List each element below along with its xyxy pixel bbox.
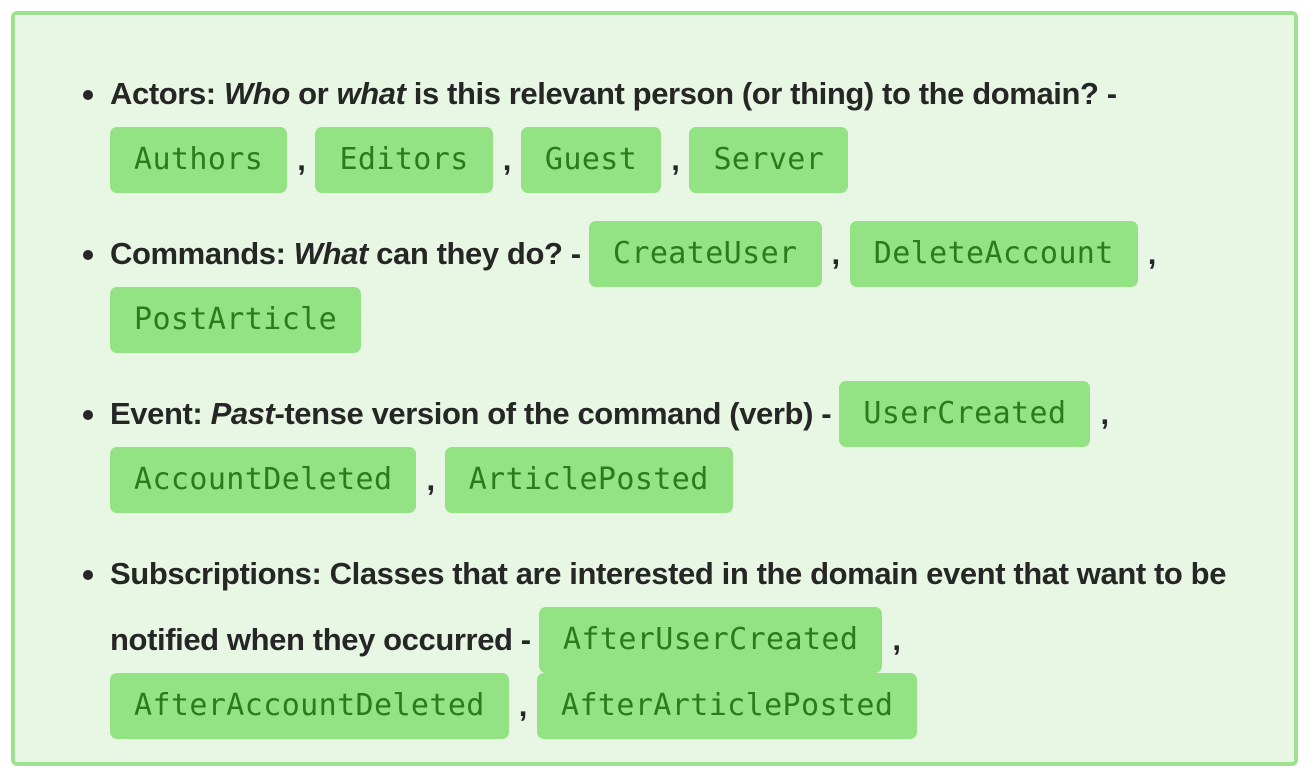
code-after-user-created: AfterUserCreated — [538, 607, 883, 673]
definition-list: Actors: Who or what is this relevant per… — [83, 61, 1290, 767]
separator: , — [297, 142, 306, 177]
list-item-event: Event: Past-tense version of the command… — [83, 381, 1290, 513]
separator: , — [502, 142, 512, 177]
emphasis-who: Who — [223, 76, 290, 111]
list-item-commands: Commands: What can they do? - CreateUser… — [83, 221, 1290, 353]
list-item-subscriptions: Subscriptions: Classes that are interest… — [83, 541, 1290, 739]
separator: , — [671, 142, 680, 177]
code-after-account-deleted: AfterAccountDeleted — [110, 673, 509, 739]
code-article-posted: ArticlePosted — [444, 447, 733, 513]
code-editors: Editors — [315, 127, 493, 193]
code-user-created: UserCreated — [839, 381, 1091, 447]
emphasis-past: Past — [210, 396, 275, 431]
code-delete-account: DeleteAccount — [849, 221, 1138, 287]
text-or: or — [298, 76, 329, 111]
separator: , — [518, 688, 528, 723]
item-label: Actors: — [110, 76, 216, 111]
separator: , — [1100, 396, 1109, 431]
code-guest: Guest — [520, 127, 662, 193]
item-label: Commands: — [110, 236, 286, 271]
emphasis-what: what — [336, 76, 406, 111]
code-post-article: PostArticle — [110, 287, 362, 353]
code-after-article-posted: AfterArticlePosted — [537, 673, 918, 739]
item-description: -tense version of the command (verb) - — [274, 396, 832, 431]
note-panel: Actors: Who or what is this relevant per… — [11, 11, 1298, 766]
item-description: can they do? - — [376, 236, 581, 271]
separator: , — [892, 622, 901, 657]
item-description: Classes that are interested in the domai… — [110, 556, 1227, 657]
code-account-deleted: AccountDeleted — [110, 447, 417, 513]
separator: , — [1147, 236, 1157, 271]
list-item-actors: Actors: Who or what is this relevant per… — [83, 61, 1290, 193]
separator: , — [831, 236, 841, 271]
code-server: Server — [689, 127, 849, 193]
item-label: Subscriptions: — [110, 556, 322, 591]
emphasis-what: What — [293, 236, 369, 271]
separator: , — [426, 462, 435, 497]
item-description: is this relevant person (or thing) to th… — [413, 76, 1117, 111]
code-create-user: CreateUser — [588, 221, 822, 287]
code-authors: Authors — [110, 127, 288, 193]
item-label: Event: — [110, 396, 203, 431]
